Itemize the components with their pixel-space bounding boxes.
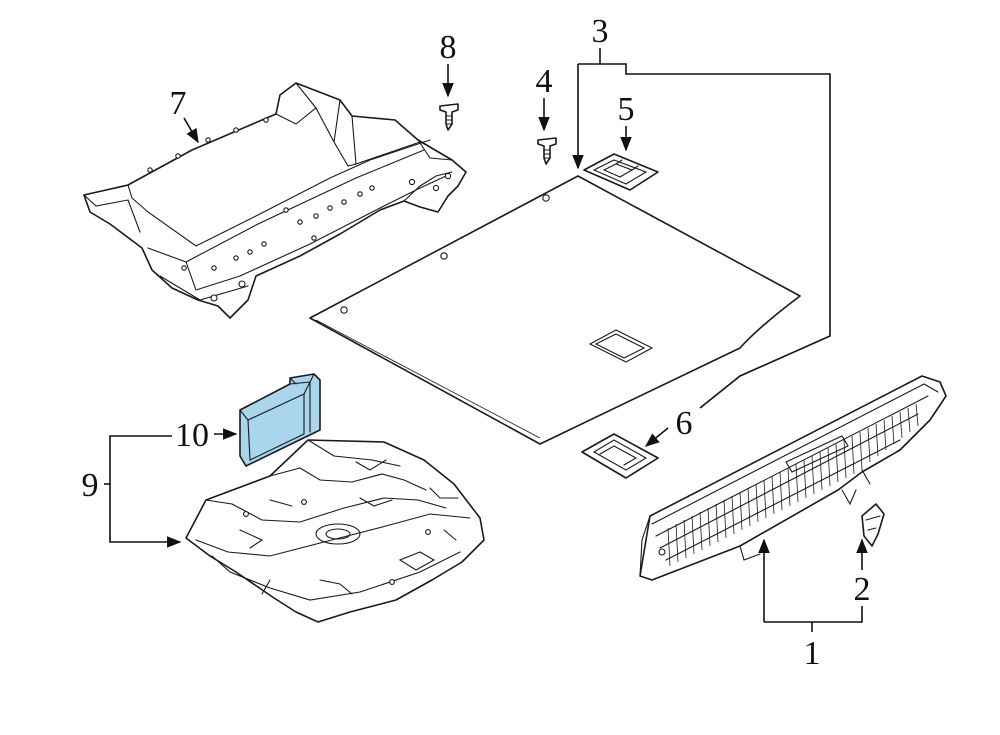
callout-4: 4 <box>536 63 553 100</box>
part-4-push-clip[interactable] <box>537 137 557 165</box>
callout-5: 5 <box>618 91 635 128</box>
part-6-handle-cup[interactable] <box>581 433 659 479</box>
part-3-cargo-floor-board[interactable] <box>309 175 801 445</box>
part-2-retainer-clip[interactable] <box>861 503 885 547</box>
board-handle-recess <box>588 329 654 363</box>
callout-10: 10 <box>175 417 209 454</box>
part-7-cover-panel[interactable] <box>83 82 467 319</box>
callout-7: 7 <box>170 85 187 122</box>
part-10-fill <box>239 373 321 467</box>
callout-3: 3 <box>592 13 609 50</box>
part-5-handle-cup[interactable] <box>583 153 659 191</box>
callout-1: 1 <box>804 635 821 672</box>
part-7-mount-holes <box>147 117 452 302</box>
part-8-push-clip[interactable] <box>439 103 459 131</box>
leader-lines <box>104 48 868 632</box>
callout-6: 6 <box>676 405 693 442</box>
callout-9: 9 <box>82 467 99 504</box>
part-9-storage-tray[interactable] <box>185 439 485 623</box>
callout-8: 8 <box>440 29 457 66</box>
part-10-storage-insert[interactable] <box>239 373 321 467</box>
callout-labels: 8 4 3 5 7 6 10 9 2 1 <box>82 13 871 672</box>
callout-2: 2 <box>854 571 871 608</box>
part-1-sill-trim[interactable] <box>639 375 947 581</box>
sill-trim-ribs <box>667 403 919 567</box>
